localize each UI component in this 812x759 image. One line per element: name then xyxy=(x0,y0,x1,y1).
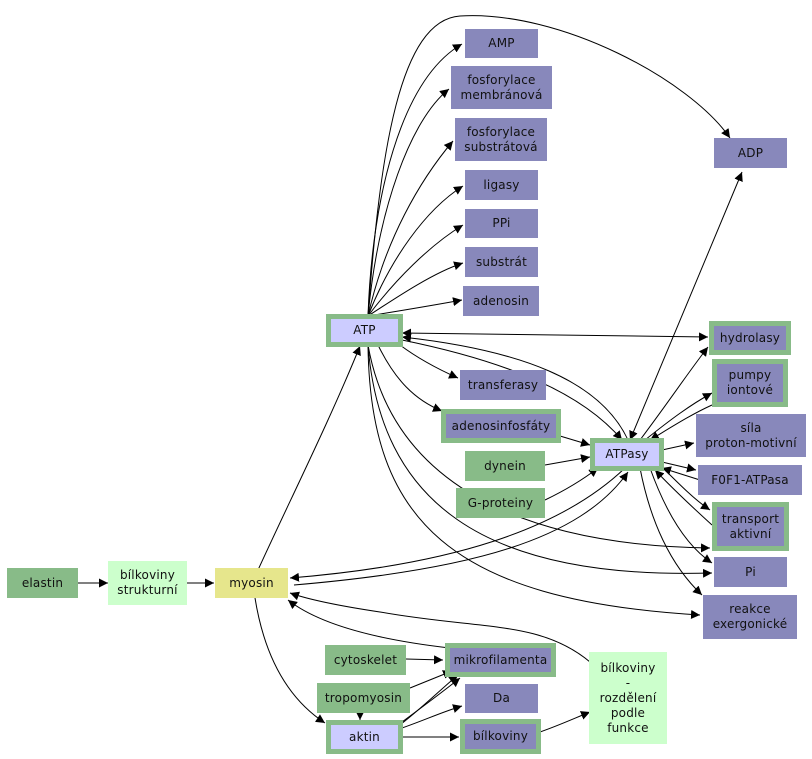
edge-atp-fosforylace-membranova xyxy=(367,88,450,317)
node-aktin-label: aktin xyxy=(349,729,380,744)
node-mikrofilamenta[interactable]: mikrofilamenta xyxy=(445,643,556,677)
node-bilkoviny-strukturni[interactable]: bílkoviny strukturní xyxy=(108,561,187,605)
node-f0f1-atpasa[interactable]: F0F1-ATPasa xyxy=(698,465,802,495)
edge-atpasy-transport xyxy=(659,464,711,511)
edge-transport-atpasy xyxy=(654,469,713,526)
edge-atp-pi xyxy=(367,344,713,578)
edge-atp-reakce xyxy=(367,344,701,619)
edge-f0f1-atpasy xyxy=(661,466,701,481)
edge-myosin-atp xyxy=(257,345,361,571)
node-hydrolasy[interactable]: hydrolasy xyxy=(709,321,791,355)
node-pumpy-iontove-label: pumpy iontové xyxy=(726,368,774,397)
edge-atp-fosforylace-substratova xyxy=(367,140,454,317)
edge-atp-atpasy-2 xyxy=(401,333,629,441)
node-transferasy[interactable]: transferasy xyxy=(460,370,546,400)
edge-pumpy-atpasy-2 xyxy=(649,404,713,441)
node-atp[interactable]: ATP xyxy=(326,314,403,347)
edge-atpasy-pi xyxy=(649,467,713,564)
node-atpasy[interactable]: ATPasy xyxy=(590,438,664,471)
edge-atpasy-f0f1 xyxy=(661,461,697,473)
edge-atp-ppi xyxy=(367,224,464,317)
edge-atpasy-myosin-2 xyxy=(293,471,629,586)
edge-adenosinfosfaty-atpasy xyxy=(559,435,591,447)
edge-atp-hydrolasy xyxy=(401,328,709,342)
edge-bilkoviny-rozdeleni-myosin xyxy=(289,591,591,663)
edge-dynein-atpasy xyxy=(544,454,591,466)
node-adenosinfosfaty[interactable]: adenosinfosfáty xyxy=(441,409,561,443)
edge-atp-adenosinfosfaty xyxy=(377,344,443,412)
node-bilkoviny-rozdeleni[interactable]: bílkoviny - rozdělení podle funkce xyxy=(589,652,667,744)
node-ppi[interactable]: PPi xyxy=(465,209,538,238)
edge-atpasy-myosin-1 xyxy=(289,467,626,582)
edge-cytoskelet-mikrofilamenta xyxy=(405,655,444,665)
node-atpasy-label: ATPasy xyxy=(605,447,649,461)
node-atp-label: ATP xyxy=(353,323,376,337)
edge-myosin-aktin xyxy=(254,597,326,724)
edge-aktin-mikrofilamenta-2 xyxy=(401,677,461,723)
edge-aktin-da xyxy=(401,704,463,729)
edge-bilkoviny-rozdeleni xyxy=(539,711,591,733)
edge-atp-amp xyxy=(367,43,463,317)
edge-atpasy-sila xyxy=(661,440,695,451)
node-transport-aktivni[interactable]: transport aktivní xyxy=(712,502,789,551)
node-aktin[interactable]: aktin xyxy=(326,720,403,754)
edge-atp-substrat xyxy=(367,261,464,317)
node-amp[interactable]: AMP xyxy=(465,29,538,58)
node-ligasy[interactable]: ligasy xyxy=(465,170,538,200)
node-reakce-exergonicke[interactable]: reakce exergonické xyxy=(703,595,797,639)
node-substrat[interactable]: substrát xyxy=(465,247,538,277)
node-da[interactable]: Da xyxy=(465,684,538,713)
edge-atp-ligasy xyxy=(367,185,464,317)
node-elastin[interactable]: elastin xyxy=(7,568,78,598)
node-bilkoviny[interactable]: bílkoviny xyxy=(460,719,541,754)
node-g-proteiny[interactable]: G-proteiny xyxy=(456,488,545,518)
node-transport-aktivni-label: transport aktivní xyxy=(721,511,780,541)
node-mikrofilamenta-label: mikrofilamenta xyxy=(453,652,548,667)
node-adp[interactable]: ADP xyxy=(714,138,787,168)
edge-atp-transferasy xyxy=(399,344,459,379)
node-fosforylace-substratova[interactable]: fosforylace substrátová xyxy=(455,118,547,161)
edge-atpasy-reakce xyxy=(639,467,703,596)
edge-atp-adp xyxy=(367,15,731,317)
node-sila-proton-motivni[interactable]: síla proton-motivní xyxy=(696,414,806,457)
node-pi[interactable]: Pi xyxy=(714,557,787,587)
node-cytoskelet[interactable]: cytoskelet xyxy=(325,645,406,675)
edge-atpasy-adp xyxy=(629,171,743,441)
node-adenosin[interactable]: adenosin xyxy=(463,286,539,316)
node-pumpy-iontove[interactable]: pumpy iontové xyxy=(712,359,788,407)
edge-mikrofilamenta-myosin xyxy=(287,599,451,649)
node-dynein[interactable]: dynein xyxy=(465,451,545,481)
node-fosforylace-membranova[interactable]: fosforylace membránová xyxy=(451,66,552,109)
edge-gproteiny-atpasy xyxy=(544,467,599,501)
node-bilkoviny-label: bílkoviny xyxy=(472,729,529,743)
node-tropomyosin[interactable]: tropomyosin xyxy=(317,683,410,713)
edge-atpasy-hydrolasy xyxy=(639,346,709,441)
node-myosin[interactable]: myosin xyxy=(215,568,288,598)
node-adenosinfosfaty-label: adenosinfosfáty xyxy=(451,418,551,433)
node-hydrolasy-label: hydrolasy xyxy=(719,330,781,345)
